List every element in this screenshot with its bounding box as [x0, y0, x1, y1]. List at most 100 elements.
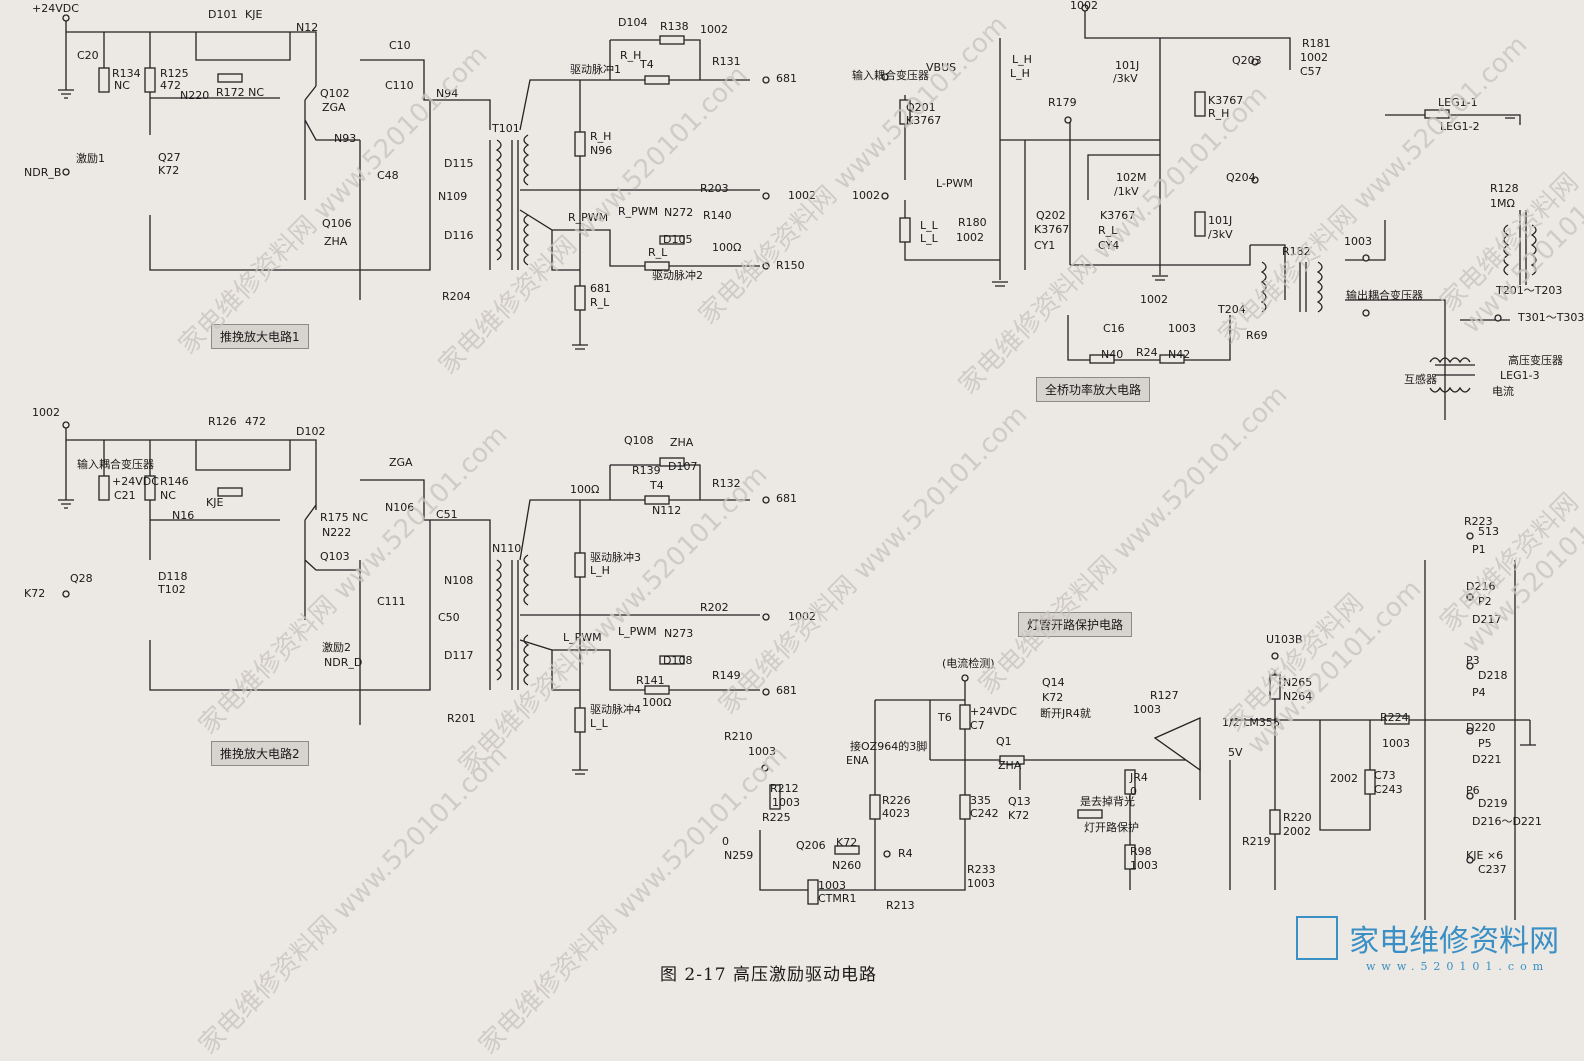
component-label: 513: [1478, 525, 1499, 538]
component-label: R175 NC: [320, 511, 369, 524]
component-label: ZHA: [670, 436, 694, 449]
component-label: R138: [660, 20, 689, 33]
component-label: C242: [970, 807, 999, 820]
component-label: 1/2 LM358: [1222, 716, 1280, 729]
site-logo: 家电维修资料网 www.520101.com: [1296, 916, 1559, 973]
component-label: K3767: [906, 114, 942, 127]
component-label: N259: [724, 849, 754, 862]
component-label: D221: [1472, 753, 1502, 766]
component-label: 互感器: [1404, 373, 1437, 386]
component-label: 1003: [1133, 703, 1161, 716]
component-label: N273: [664, 627, 694, 640]
component-label: R141: [636, 674, 665, 687]
component-label: 电流: [1492, 385, 1514, 398]
component-label: 2002: [1283, 825, 1311, 838]
component-label: R233: [967, 863, 996, 876]
component-label: D216: [1466, 580, 1496, 593]
component-label: +24VDC: [32, 2, 79, 15]
component-label: P2: [1478, 595, 1492, 608]
component-label: N220: [180, 89, 210, 102]
component-label: N265: [1283, 676, 1313, 689]
component-label: 100Ω: [642, 696, 672, 709]
component-label: C111: [377, 595, 406, 608]
component-label: R220: [1283, 811, 1312, 824]
component-label: N96: [590, 144, 613, 157]
component-label: 输出耦合变压器: [1346, 289, 1423, 302]
component-label: D217: [1472, 613, 1502, 626]
component-label: 681: [776, 72, 797, 85]
component-label: R203: [700, 182, 729, 195]
component-label: 1002: [956, 231, 984, 244]
component-label: 激励2: [322, 641, 351, 654]
component-label: R150: [776, 259, 805, 272]
component-label: 0: [722, 835, 729, 848]
component-label: Q108: [624, 434, 654, 447]
component-label: 681: [776, 684, 797, 697]
component-label: R224: [1380, 711, 1409, 724]
component-label: N264: [1283, 690, 1313, 703]
component-label: R69: [1246, 329, 1268, 342]
schematic-wiring: [58, 4, 1537, 920]
component-label: K72: [1042, 691, 1064, 704]
component-label: 驱动脉冲2: [652, 269, 703, 282]
component-label: 1003: [1382, 737, 1410, 750]
component-label: R219: [1242, 835, 1271, 848]
component-label: 681: [776, 492, 797, 505]
component-label: 335: [970, 794, 991, 807]
component-label: 4023: [882, 807, 910, 820]
component-label: ZGA: [389, 456, 413, 469]
component-label: R172 NC: [216, 86, 265, 99]
component-label: D116: [444, 229, 474, 242]
component-label: 1MΩ: [1490, 197, 1515, 210]
component-label: L_L: [920, 219, 938, 232]
component-label: C110: [385, 79, 414, 92]
component-label: K3767: [1100, 209, 1136, 222]
component-label: 输入耦合变压器: [77, 458, 154, 471]
component-label: Q14: [1042, 676, 1065, 689]
component-label: D105: [663, 233, 693, 246]
component-label: C243: [1374, 783, 1403, 796]
component-label: 灯开路保护: [1084, 821, 1139, 834]
component-label: T102: [158, 583, 186, 596]
component-label: 2002: [1330, 772, 1358, 785]
component-label: K3767: [1034, 223, 1070, 236]
component-label: ZHA: [998, 759, 1022, 772]
component-label: R_PWM: [568, 211, 609, 224]
component-label: ENA: [846, 754, 869, 767]
component-label: R213: [886, 899, 915, 912]
component-label: NC: [160, 489, 176, 502]
component-label: Q203: [1232, 54, 1262, 67]
component-label: D107: [668, 460, 698, 473]
component-label: P6: [1466, 784, 1480, 797]
component-label: R_L: [648, 246, 668, 259]
component-label: LEG1-2: [1440, 120, 1480, 133]
component-label: 472: [245, 415, 266, 428]
component-label: T201～T203: [1496, 284, 1563, 297]
component-label: Q103: [320, 550, 350, 563]
component-label: R132: [712, 477, 741, 490]
component-label: R225: [762, 811, 791, 824]
component-label: D117: [444, 649, 474, 662]
component-label: 102M: [1116, 171, 1147, 184]
section-label-open-protect: 灯管开路保护电路: [1018, 612, 1133, 637]
component-label: L_PWM: [563, 631, 602, 644]
book-icon: [1296, 916, 1338, 960]
component-label: 1002: [852, 189, 880, 202]
component-label: 681: [590, 282, 611, 295]
component-label: R127: [1150, 689, 1179, 702]
component-label: Q204: [1226, 171, 1256, 184]
component-label: D104: [618, 16, 648, 29]
component-label: L_H: [590, 564, 610, 577]
component-label: K72: [24, 587, 46, 600]
component-label: N222: [322, 526, 352, 539]
component-label: N12: [296, 21, 319, 34]
component-label: 驱动脉冲4: [590, 703, 641, 716]
component-label: 100Ω: [712, 241, 742, 254]
component-label: T101: [492, 122, 520, 135]
component-label: JR4: [1130, 771, 1148, 784]
component-label: C10: [389, 39, 411, 52]
component-label: 1003: [1344, 235, 1372, 248]
component-label: N109: [438, 190, 468, 203]
component-label: KJE: [245, 8, 263, 21]
component-label: D218: [1478, 669, 1508, 682]
